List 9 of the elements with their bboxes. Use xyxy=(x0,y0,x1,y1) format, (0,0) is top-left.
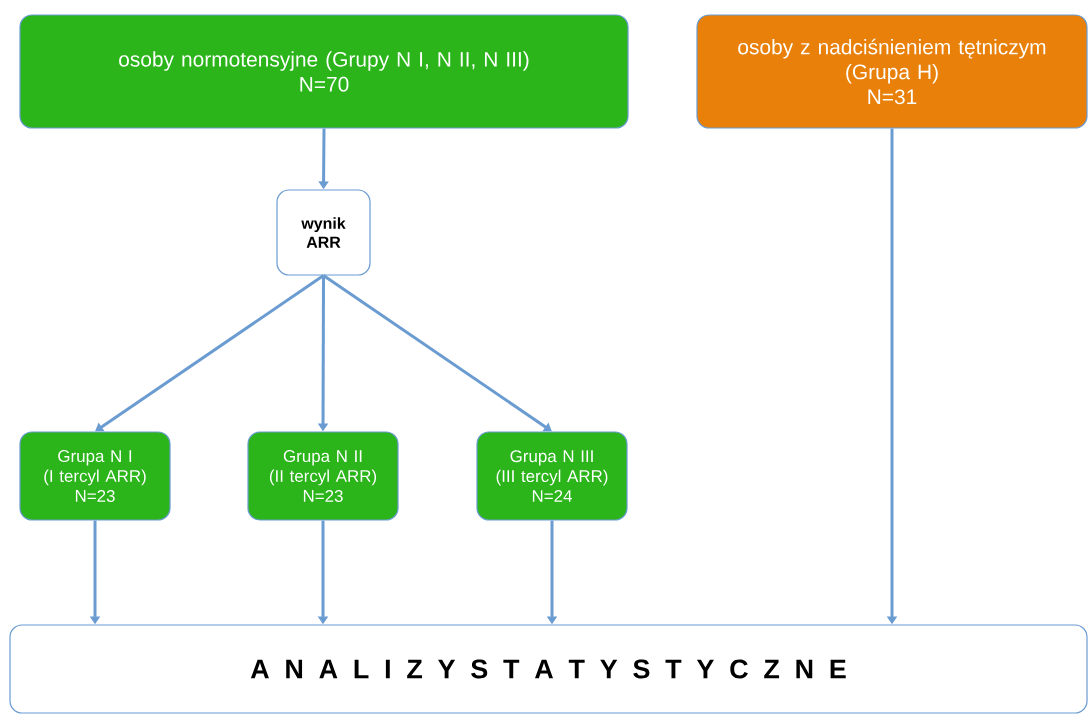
analysis-box: A N A L I Z Y S T A T Y S T Y C Z N E xyxy=(9,624,1088,714)
group-box: Grupa N II (II tercyl ARR) N=23 xyxy=(247,431,399,521)
group-box: osoby normotensyjne (Grupy N I, N II, N III) N=70 xyxy=(19,14,629,129)
result-box: wynik ARR xyxy=(276,189,371,276)
arrow xyxy=(95,274,325,432)
group-box: osoby z nadciśnieniem tętniczym (Grupa H) N=31 xyxy=(696,14,1088,129)
group-box: Grupa N III (III tercyl ARR) N=24 xyxy=(476,431,628,521)
group-box: Grupa N I (I tercyl ARR) N=23 xyxy=(19,431,171,521)
arrow xyxy=(322,274,552,432)
